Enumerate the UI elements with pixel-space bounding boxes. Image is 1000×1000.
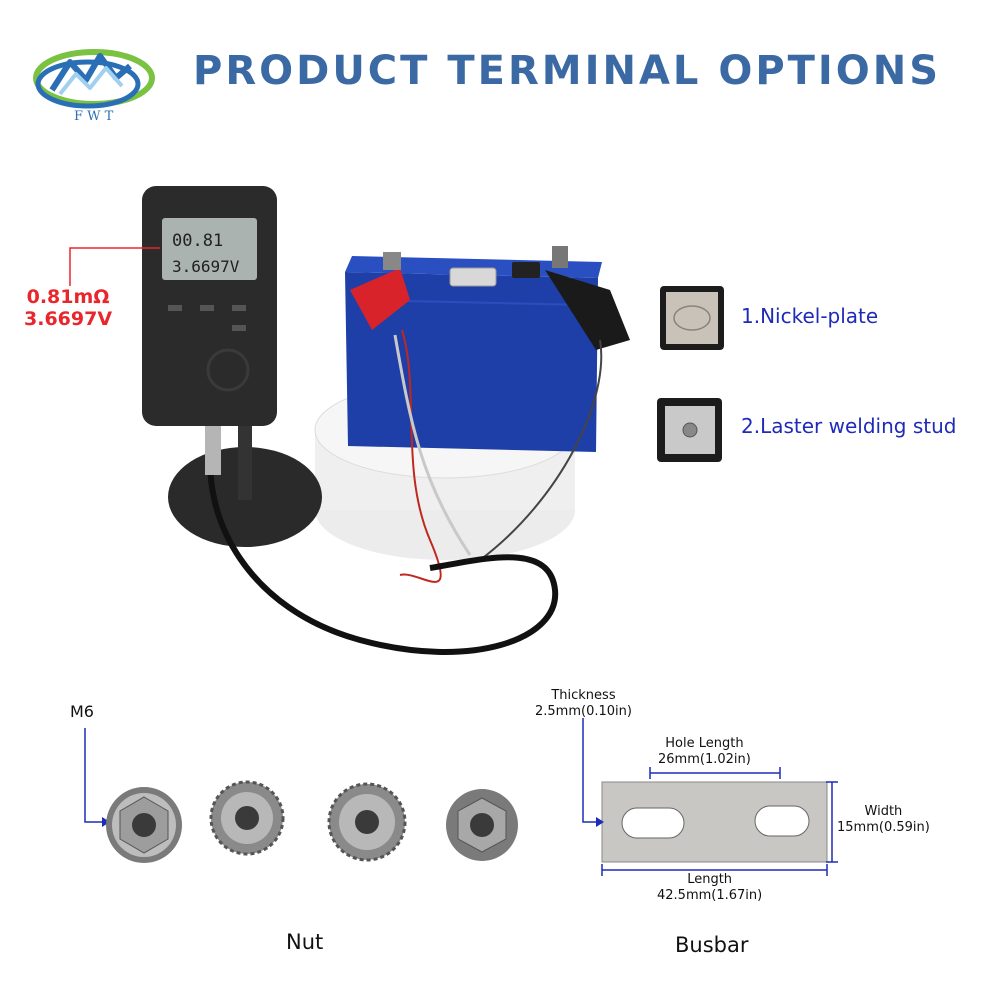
logo-text: F W T xyxy=(74,109,114,124)
option-welding-stud-label: 2.Laster welding stud xyxy=(741,414,957,438)
nut-3 xyxy=(327,782,407,862)
nut-caption: Nut xyxy=(286,930,324,954)
meter-reading: 0.81mΩ 3.6697V xyxy=(24,286,112,330)
option-nickel-plate-label: 1.Nickel-plate xyxy=(741,304,879,328)
reading-voltage: 3.6697V xyxy=(24,308,113,330)
busbar-length: Length 42.5mm(1.67in) xyxy=(657,872,762,904)
width-value: 15mm(0.59in) xyxy=(837,820,930,835)
reading-resistance: 0.81mΩ xyxy=(26,286,110,308)
length-label: Length xyxy=(687,872,733,887)
busbar-width: Width 15mm(0.59in) xyxy=(837,804,930,836)
nut-4 xyxy=(446,789,518,861)
thickness-value: 2.5mm(0.10in) xyxy=(535,704,632,719)
length-value: 42.5mm(1.67in) xyxy=(657,888,763,903)
company-logo: F W T xyxy=(30,38,158,126)
meter-screen-top: 00.81 xyxy=(172,231,223,251)
busbar-caption: Busbar xyxy=(675,933,749,957)
busbar-thickness: Thickness 2.5mm(0.10in) xyxy=(535,688,632,720)
nut-size-label: M6 xyxy=(70,702,94,721)
hole-length-label: Hole Length xyxy=(665,736,744,751)
meter-screen-bottom: 3.6697V xyxy=(172,257,240,276)
hole-length-value: 26mm(1.02in) xyxy=(658,752,751,767)
nut-1 xyxy=(106,787,182,863)
thickness-label: Thickness xyxy=(551,688,616,703)
nut-2 xyxy=(209,780,285,856)
width-label: Width xyxy=(864,804,903,819)
busbar-hole-length: Hole Length 26mm(1.02in) xyxy=(658,736,751,768)
